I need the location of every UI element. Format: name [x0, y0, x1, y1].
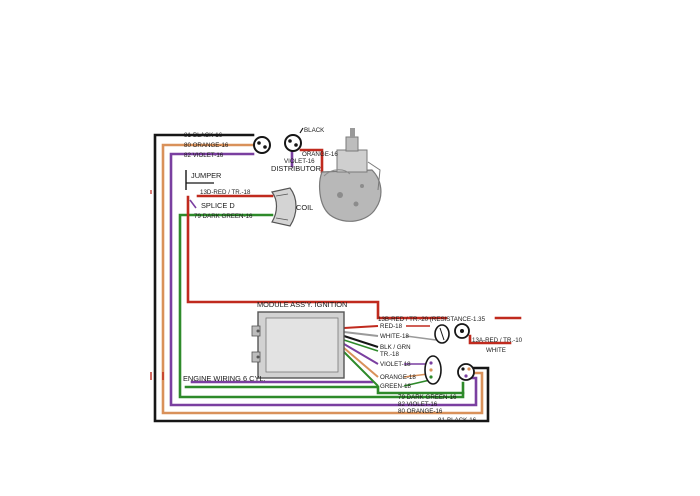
label-white-18: WHITE-18: [380, 333, 409, 340]
ignition-module-icon: [251, 311, 345, 379]
connector-distributor: [284, 127, 304, 152]
label-red-tr-20: 13B-RED / TR.-20 (RESISTANCE-1.35: [378, 316, 486, 323]
label-red-tr-10: 13A-RED / TR.-10: [472, 337, 523, 344]
connector-resistance: [454, 323, 470, 339]
distributor-icon: [319, 128, 382, 222]
wire-red-main: [186, 195, 448, 320]
label-orange-bottom: 80 ORANGE-16: [398, 408, 443, 415]
label-coil: COIL: [296, 203, 313, 212]
label-orange-dist: ORANGE-16: [302, 151, 338, 158]
wire-black-16: [153, 133, 490, 423]
label-violet-bottom: 82 VIOLET-16: [398, 401, 438, 408]
label-blk-grn: BLK / GRN: [380, 344, 411, 351]
wire-red-13a: [468, 334, 512, 345]
label-black-bottom: 81-BLACK-16: [438, 417, 477, 424]
label-violet-dist: VIOLET-16: [284, 158, 315, 165]
wire-violet-16: [169, 152, 478, 407]
wire-harness-green: [184, 385, 465, 395]
wire-dist-red: [299, 148, 324, 174]
label-red-18: RED-18: [380, 323, 403, 330]
label-orange-18: ORANGE-18: [380, 374, 416, 381]
connector-module-upper: [434, 324, 450, 344]
connector-module-lower: [424, 355, 442, 385]
connector-top-left: [253, 136, 271, 154]
connector-bottom-right: [457, 363, 475, 381]
label-orange-16-top: 80 ORANGE-16: [184, 142, 229, 149]
wire-orange-16: [161, 143, 484, 415]
label-violet-18: VIOLET-18: [380, 361, 411, 368]
label-violet-16-top: 82 VIOLET-16: [184, 152, 224, 159]
label-white-right: WHITE: [486, 347, 506, 354]
label-splice-d: SPLICE D: [201, 201, 235, 210]
label-jumper: JUMPER: [191, 171, 221, 180]
label-green-18: GREEN-18: [380, 383, 412, 390]
splice-arrow: [189, 199, 197, 209]
label-tr-18: TR.-18: [380, 351, 399, 358]
label-module: MODULE ASS'Y. IGNITION: [257, 300, 347, 309]
coil-icon: [270, 187, 297, 227]
label-dark-green-16: 79 DARK GREEN-16: [194, 213, 253, 220]
label-distributor: DISTRIBUTOR: [271, 164, 321, 173]
label-black-16-top: 81-BLACK-16: [184, 132, 223, 139]
label-dark-green-bottom: 79 DARK GREEN-16: [398, 394, 457, 401]
label-black-dist: BLACK: [304, 127, 325, 134]
label-engine-wiring: ENGINE WIRING 6 CYL.: [183, 374, 266, 383]
label-red-tr-18: 13D-RED / TR.-18: [200, 189, 251, 196]
